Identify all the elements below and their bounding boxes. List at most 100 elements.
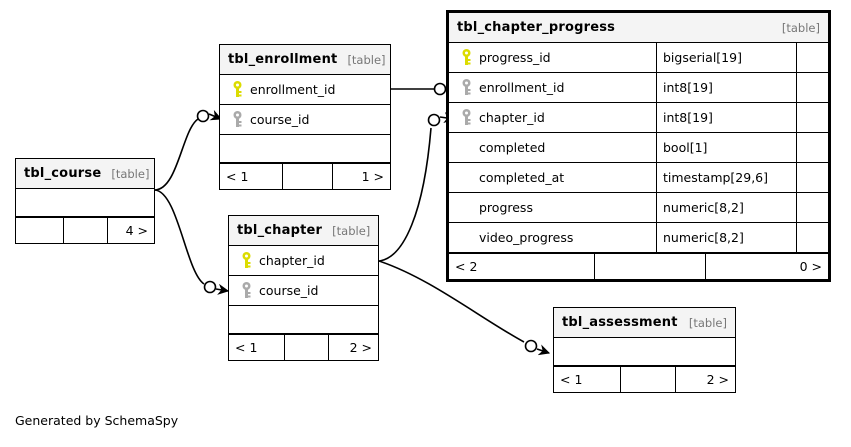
footer-parent-count: < 1 xyxy=(560,372,583,387)
footer-child-count: 1 > xyxy=(332,164,390,189)
column-name: progress xyxy=(479,200,533,215)
column-name-cell: video_progress xyxy=(449,223,656,252)
column-name-cell: completed xyxy=(449,133,656,162)
table-type-tag: [table] xyxy=(111,166,150,181)
column-name: completed_at xyxy=(479,170,565,185)
primary-key-icon xyxy=(226,81,248,98)
footer-parent-count xyxy=(16,218,63,243)
table-type-tag: [table] xyxy=(332,223,371,238)
table-tbl-enrollment[interactable]: tbl_enrollment [table] enrollment_id xyxy=(219,44,391,190)
table-tbl-course[interactable]: tbl_course [table] 4 > xyxy=(15,158,155,244)
table-row[interactable]: completed bool[1] xyxy=(449,133,828,163)
table-header: tbl_chapter_progress [table] xyxy=(449,13,828,43)
column-name: course_id xyxy=(250,112,310,127)
footer-parent-count: < 2 xyxy=(455,259,478,274)
footer-child-count: 2 > xyxy=(675,367,735,392)
table-row[interactable]: chapter_id xyxy=(229,246,378,276)
column-name: enrollment_id xyxy=(250,82,336,97)
table-type-tag: [table] xyxy=(688,315,727,330)
column-name: chapter_id xyxy=(479,110,545,125)
table-name: tbl_enrollment xyxy=(228,52,338,67)
column-type: numeric[8,2] xyxy=(656,223,796,252)
table-header: tbl_assessment [table] xyxy=(554,308,735,338)
footer-middle xyxy=(284,335,328,360)
table-row[interactable]: course_id xyxy=(220,105,390,135)
footer-middle xyxy=(63,218,107,243)
table-footer: 4 > xyxy=(16,217,154,243)
column-name-cell: progress xyxy=(449,193,656,222)
table-tbl-chapter[interactable]: tbl_chapter [table] chapter_id xyxy=(228,215,379,361)
table-row[interactable]: enrollment_id xyxy=(220,75,390,105)
column-extra xyxy=(796,73,828,102)
table-footer: < 1 2 > xyxy=(229,334,378,360)
more-columns-indicator xyxy=(220,135,390,163)
primary-key-icon xyxy=(455,49,477,66)
table-name: tbl_assessment xyxy=(562,315,678,330)
table-tbl-chapter-progress[interactable]: tbl_chapter_progress [table] progress_id… xyxy=(446,10,831,282)
column-type: numeric[8,2] xyxy=(656,193,796,222)
column-name-cell: course_id xyxy=(229,276,378,305)
table-header: tbl_enrollment [table] xyxy=(220,45,390,75)
primary-key-icon xyxy=(235,252,257,269)
column-extra xyxy=(796,193,828,222)
table-row[interactable]: progress_id bigserial[19] xyxy=(449,43,828,73)
footer-middle xyxy=(282,164,332,189)
table-name: tbl_course xyxy=(24,166,102,181)
column-name-cell: chapter_id xyxy=(229,246,378,275)
diagram-caption: Generated by SchemaSpy xyxy=(15,413,179,428)
footer-parent-count: < 1 xyxy=(235,340,258,355)
column-extra xyxy=(796,43,828,72)
column-name: chapter_id xyxy=(259,253,325,268)
column-extra xyxy=(796,223,828,252)
column-name-cell: enrollment_id xyxy=(449,73,656,102)
column-name-cell: enrollment_id xyxy=(220,75,390,104)
column-name: progress_id xyxy=(479,50,551,65)
column-name-cell: chapter_id xyxy=(449,103,656,132)
more-columns-indicator xyxy=(554,338,735,366)
column-name-cell: progress_id xyxy=(449,43,656,72)
footer-child-count: 4 > xyxy=(107,218,154,243)
column-name: enrollment_id xyxy=(479,80,565,95)
table-header: tbl_chapter [table] xyxy=(229,216,378,246)
footer-middle xyxy=(620,367,675,392)
table-footer: < 2 0 > xyxy=(449,253,828,279)
table-row[interactable]: completed_at timestamp[29,6] xyxy=(449,163,828,193)
footer-child-count: 2 > xyxy=(328,335,378,360)
more-columns-indicator xyxy=(16,189,154,217)
column-name-cell: completed_at xyxy=(449,163,656,192)
table-row[interactable]: video_progress numeric[8,2] xyxy=(449,223,828,253)
column-type: bool[1] xyxy=(656,133,796,162)
table-tbl-assessment[interactable]: tbl_assessment [table] < 1 2 > xyxy=(553,307,736,393)
foreign-key-icon xyxy=(455,109,477,126)
column-extra xyxy=(796,103,828,132)
column-type: timestamp[29,6] xyxy=(656,163,796,192)
footer-parent-count: < 1 xyxy=(226,169,249,184)
table-row[interactable]: progress numeric[8,2] xyxy=(449,193,828,223)
column-name: course_id xyxy=(259,283,319,298)
column-extra xyxy=(796,163,828,192)
column-extra xyxy=(796,133,828,162)
foreign-key-icon xyxy=(226,111,248,128)
column-type: bigserial[19] xyxy=(656,43,796,72)
edge-course-to-enrollment xyxy=(154,109,223,191)
table-row[interactable]: chapter_id int8[19] xyxy=(449,103,828,133)
table-footer: < 1 2 > xyxy=(554,366,735,392)
table-footer: < 1 1 > xyxy=(220,163,390,189)
table-type-tag: [table] xyxy=(781,20,820,35)
table-header: tbl_course [table] xyxy=(16,159,154,189)
column-type: int8[19] xyxy=(656,103,796,132)
column-name: completed xyxy=(479,140,546,155)
footer-child-count: 0 > xyxy=(705,254,828,279)
column-name: video_progress xyxy=(479,230,574,245)
table-name: tbl_chapter_progress xyxy=(457,20,616,35)
foreign-key-icon xyxy=(235,282,257,299)
table-name: tbl_chapter xyxy=(237,223,323,238)
column-type: int8[19] xyxy=(656,73,796,102)
footer-middle xyxy=(594,254,705,279)
more-columns-indicator xyxy=(229,306,378,334)
table-row[interactable]: course_id xyxy=(229,276,378,306)
table-type-tag: [table] xyxy=(347,52,386,67)
column-name-cell: course_id xyxy=(220,105,390,134)
table-row[interactable]: enrollment_id int8[19] xyxy=(449,73,828,103)
